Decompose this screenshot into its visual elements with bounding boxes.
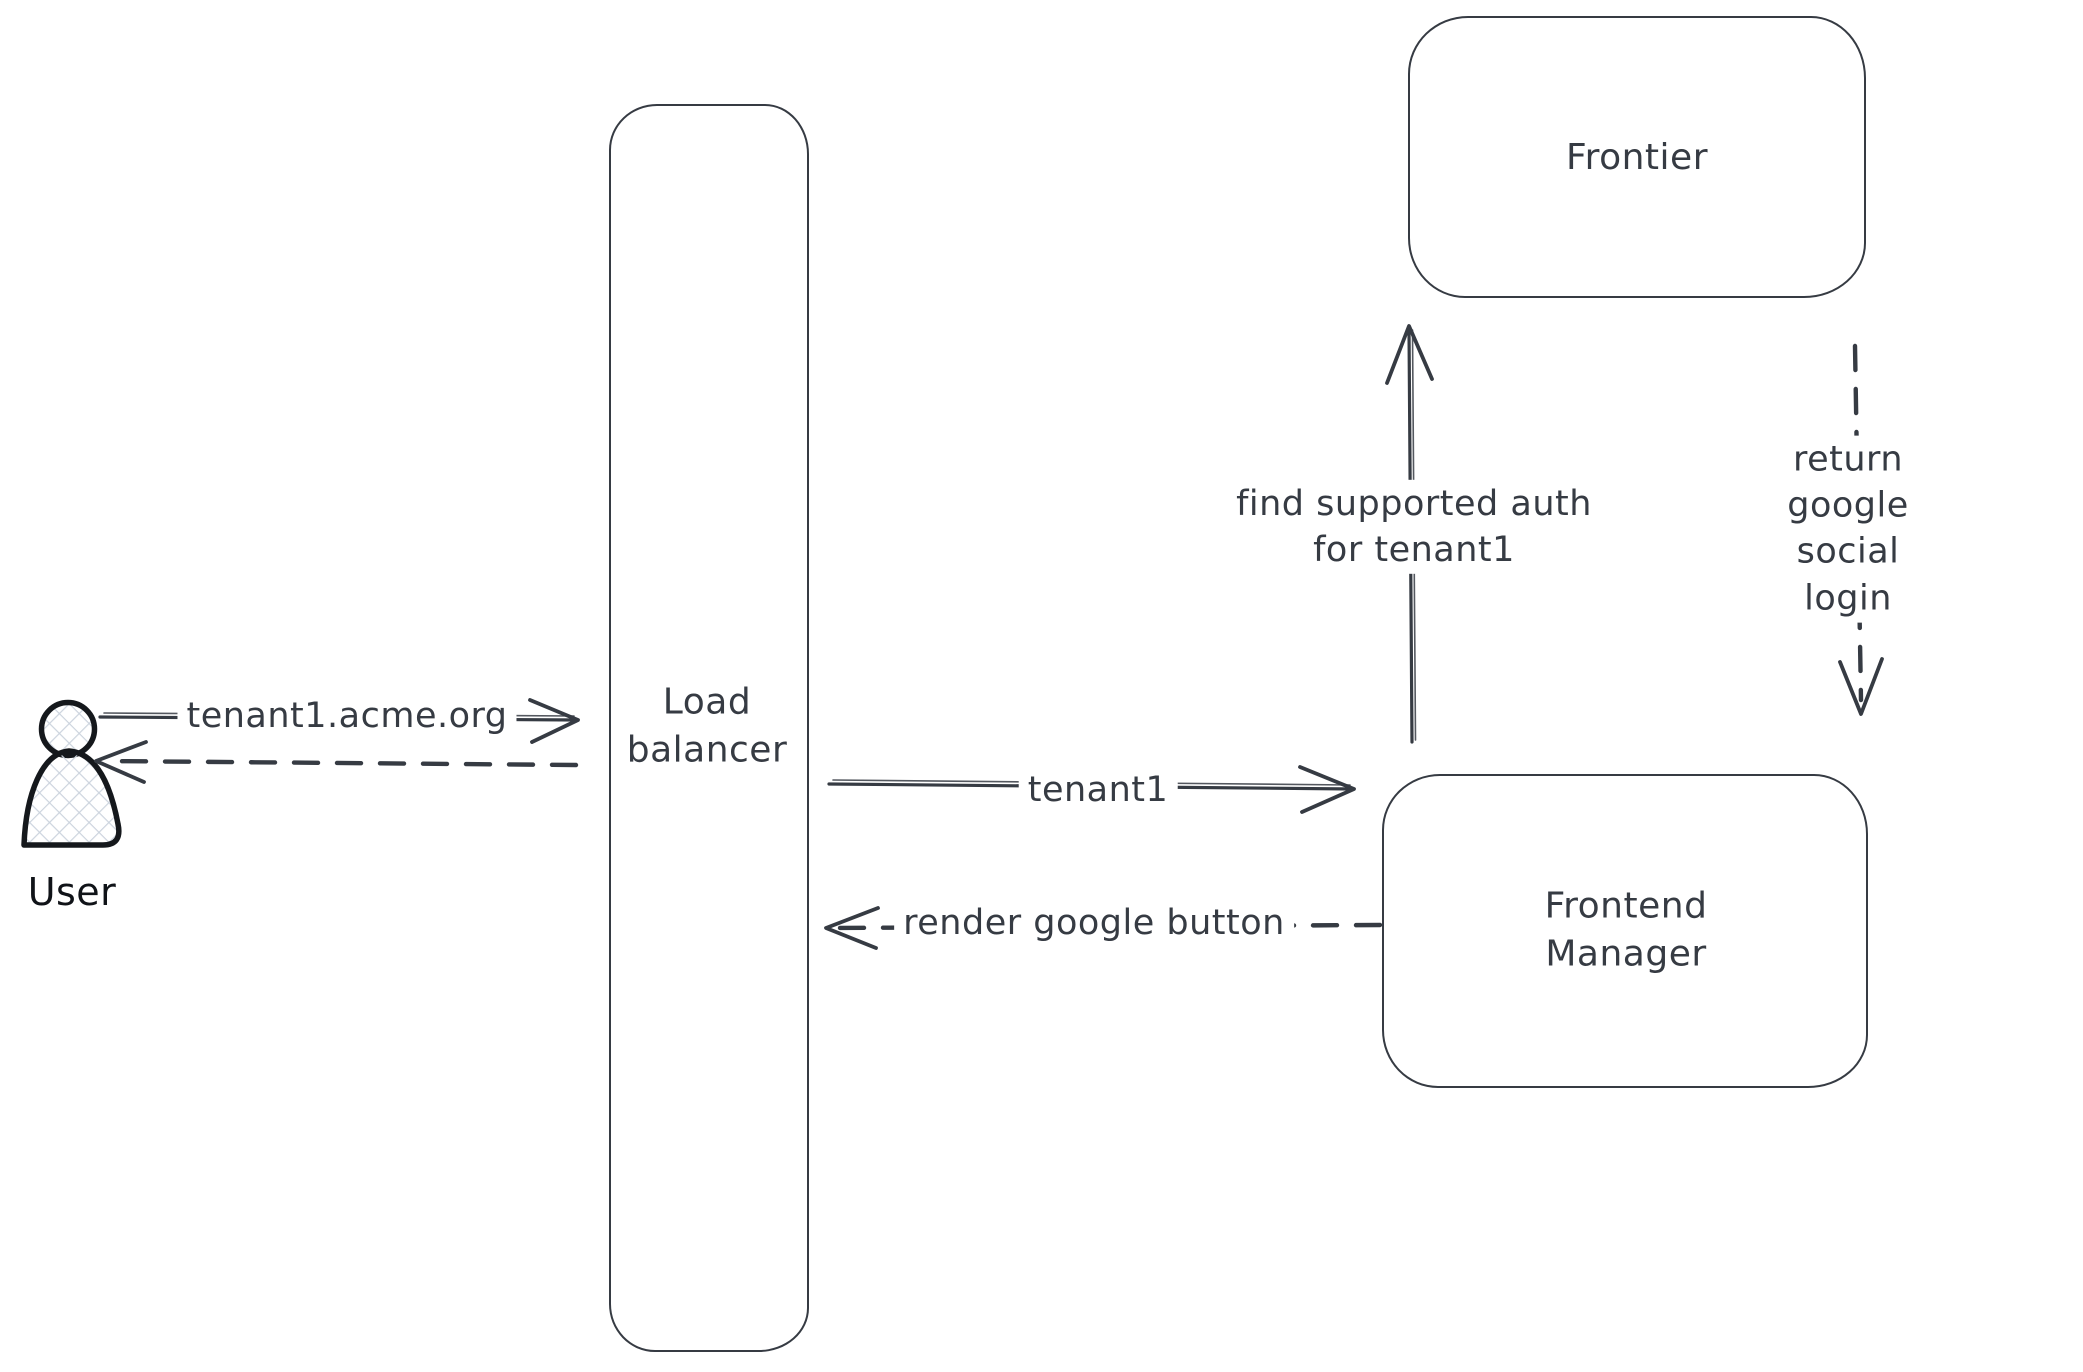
frontend-manager-box — [1382, 774, 1868, 1088]
arrow-fm-to-lb-head — [824, 906, 880, 950]
arrow-lb-to-user-shaft — [101, 758, 579, 768]
arrow-lb-to-fm-head — [1298, 765, 1356, 814]
arrow-label-tenant1-acme-org: tenant1.acme.org — [177, 691, 517, 741]
arrow-frontier-to-fm-head — [1838, 657, 1884, 716]
person-icon — [21, 699, 122, 848]
arrow-lb-to-user — [94, 740, 579, 784]
arrow-user-to-lb-head — [528, 698, 580, 744]
arrow-label-find-supported-auth: find supported auth for tenant1 — [1227, 479, 1601, 575]
frontend-manager-label: Frontend Manager — [1544, 885, 1708, 974]
arrow-label-render-google-button: render google button — [894, 898, 1294, 948]
person-icon-head — [38, 699, 98, 759]
user-label: User — [27, 869, 117, 914]
arrow-fm-to-frontier-head — [1385, 324, 1434, 385]
arrow-label-tenant1: tenant1 — [1018, 765, 1178, 815]
arrow-label-return-google-social-login: return google social login — [1730, 435, 1966, 623]
load-balancer-box — [609, 104, 809, 1352]
frontier-label: Frontier — [1565, 137, 1709, 179]
frontier-box — [1408, 16, 1866, 298]
arrow-lb-to-user-head — [94, 740, 148, 784]
person-icon-body — [21, 748, 122, 848]
load-balancer-label: Load balancer — [626, 681, 788, 770]
